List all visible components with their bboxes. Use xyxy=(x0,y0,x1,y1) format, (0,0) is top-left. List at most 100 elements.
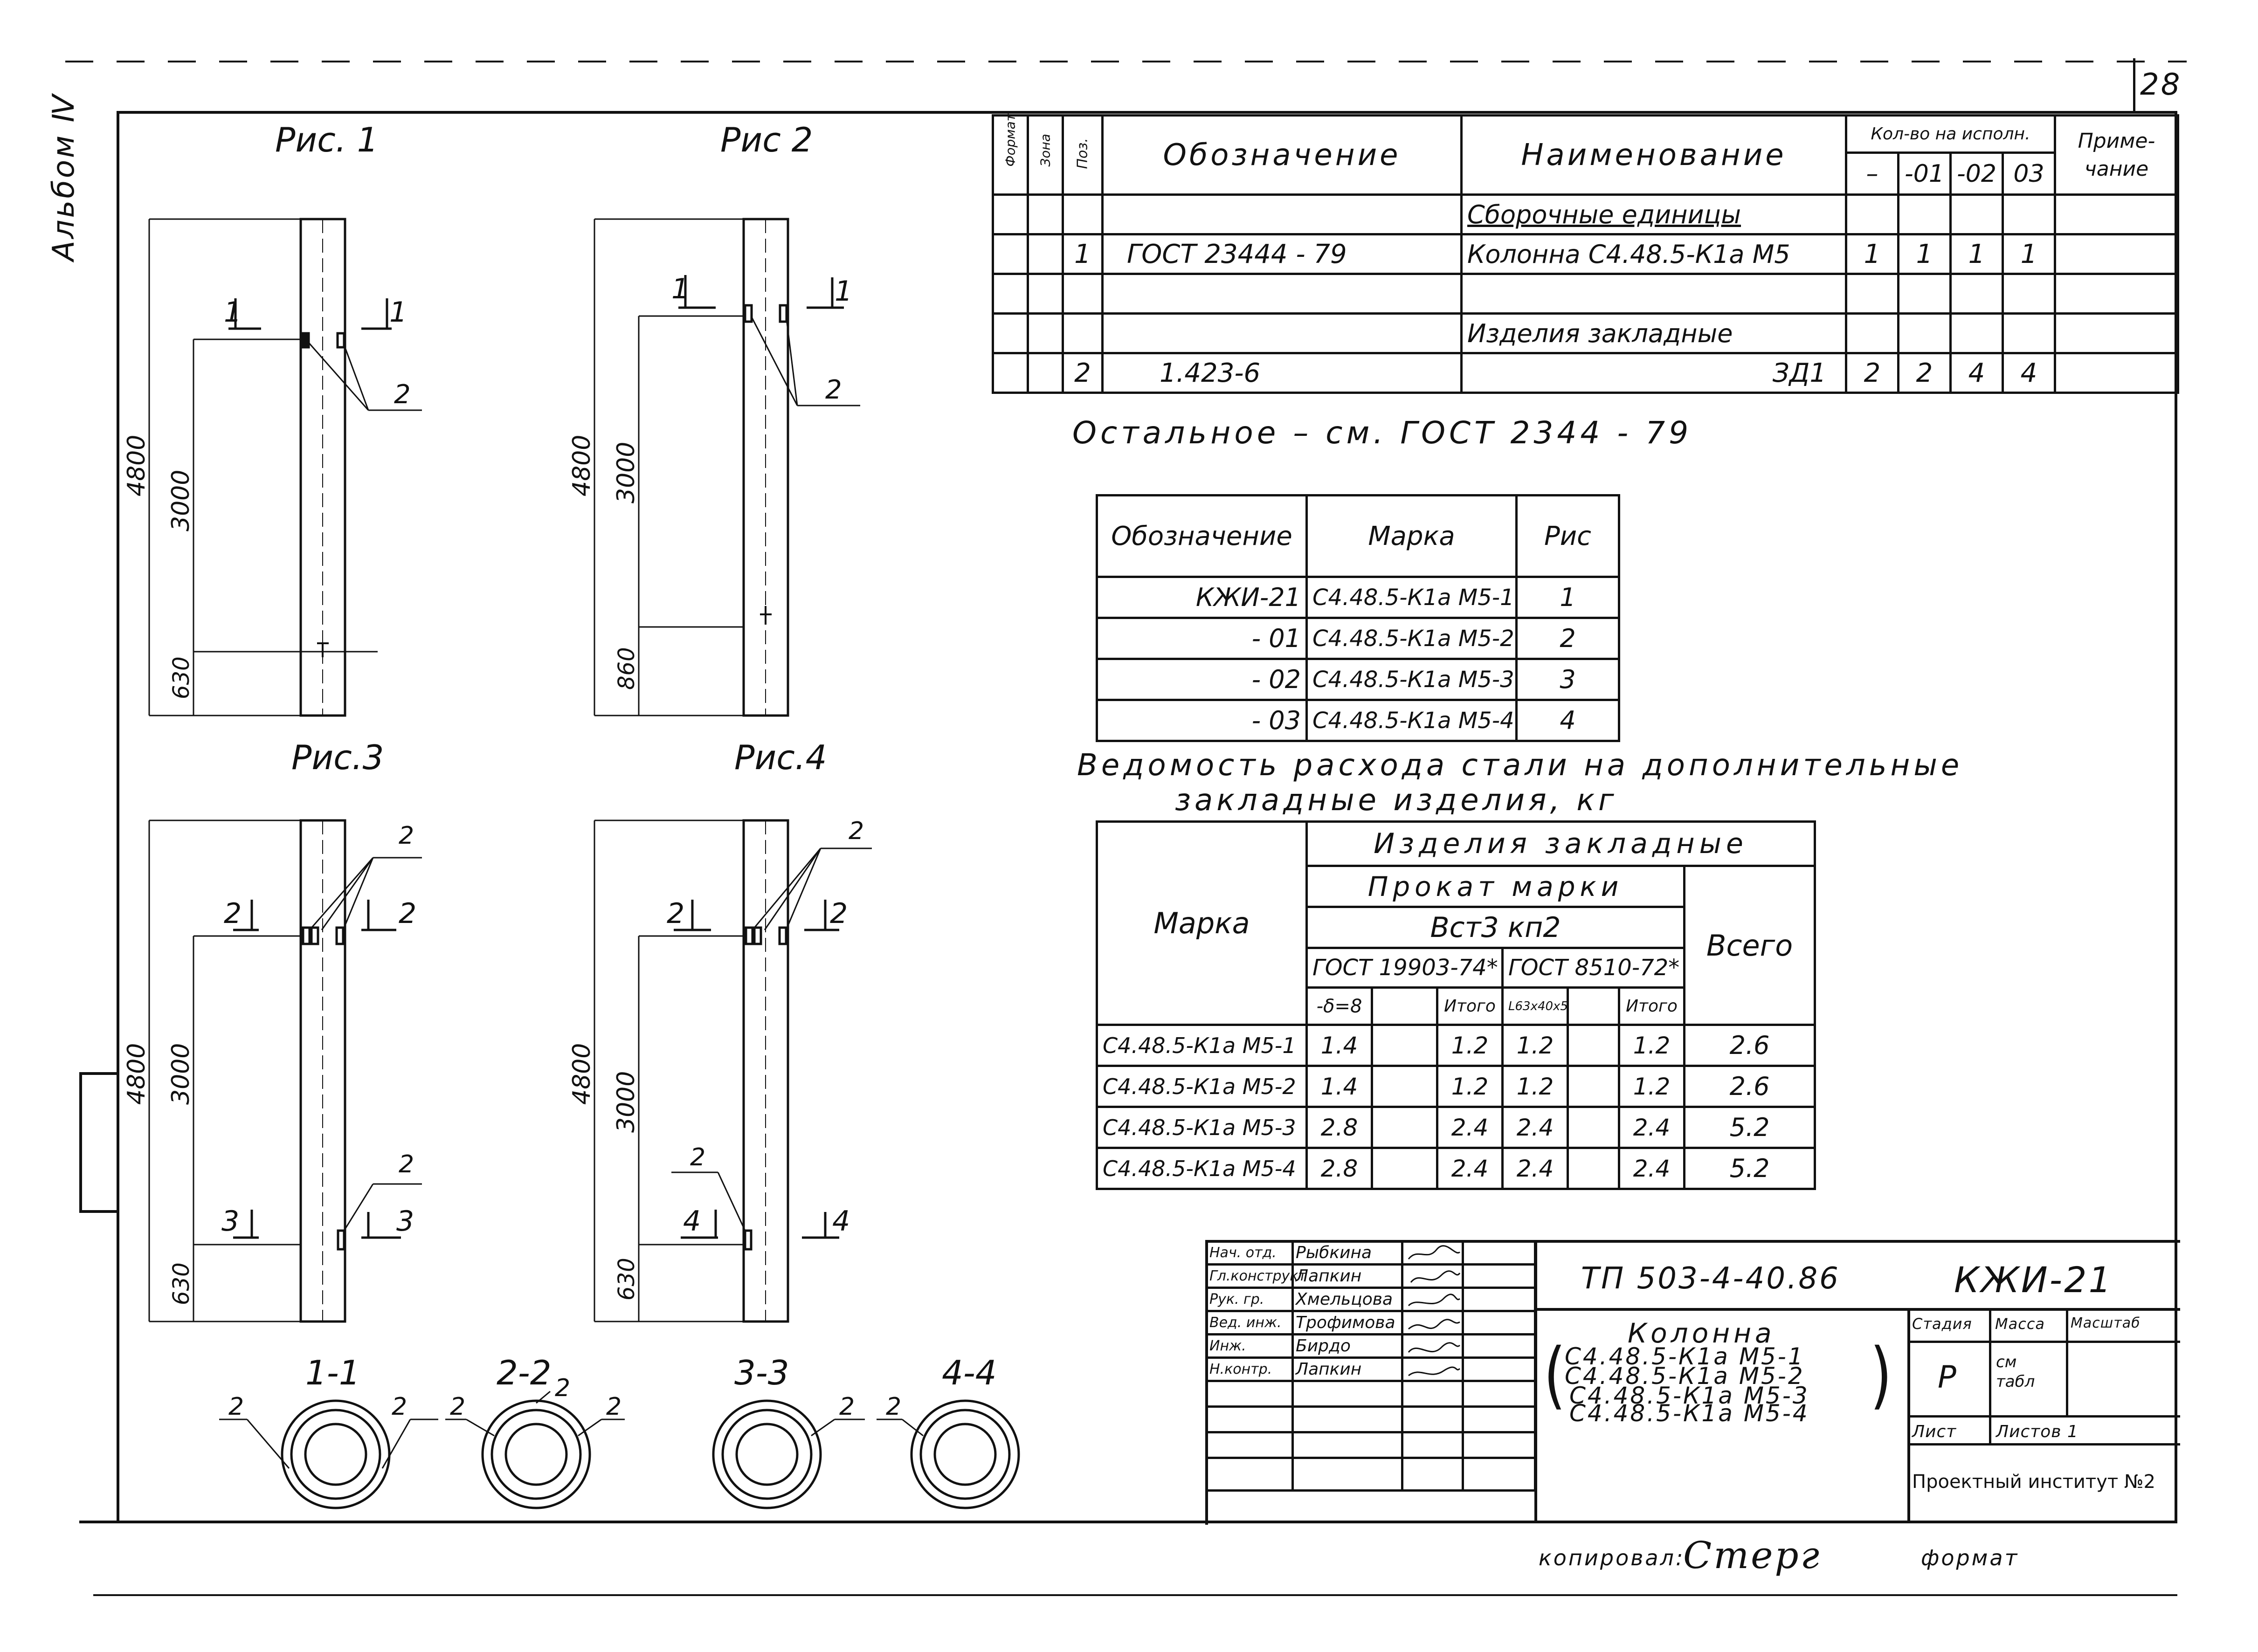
table-row: Изделия закладные xyxy=(992,312,2179,354)
steel-table-title-1: Ведомость расхода стали на дополнительны… xyxy=(1077,748,1963,783)
fig4-callout-bot: 2 xyxy=(690,1143,705,1171)
spec-header-designation: Обозначение xyxy=(1101,114,1463,196)
mark-header-mark: Марка xyxy=(1305,494,1518,578)
steel-header-gost2: ГОСТ 8510-72* xyxy=(1501,947,1685,989)
fig4-title: Рис.4 xyxy=(734,738,827,777)
steel-table-title-2: закладные изделия, кг xyxy=(1175,783,1618,818)
mass-value: см табл xyxy=(1996,1353,2035,1391)
fig1-dim-total: 4800 xyxy=(123,435,151,496)
section-2-label: 2-2 xyxy=(497,1353,552,1392)
copied-by-signature: Стерг xyxy=(1683,1534,1822,1577)
spec-section-embedded: Изделия закладные xyxy=(1460,312,1847,354)
fig4-callout-top: 2 xyxy=(849,817,864,845)
fig4-dim-b: 630 xyxy=(614,1258,640,1301)
fig2-callout: 2 xyxy=(825,375,842,405)
fig3-title: Рис.3 xyxy=(291,738,384,777)
institute-name: Проектный институт №2 xyxy=(1912,1471,2155,1493)
fig1-callout: 2 xyxy=(394,379,411,410)
steel-header-gost1: ГОСТ 19903-74* xyxy=(1305,947,1504,989)
binding-tab xyxy=(79,1072,119,1213)
steel-header-marka: Марка xyxy=(1096,820,1308,1026)
mark-header-designation: Обозначение xyxy=(1096,494,1308,578)
spec-header-format: Формат xyxy=(992,114,1029,196)
fig4-dim-total: 4800 xyxy=(568,1043,596,1105)
fig3-callout-top: 2 xyxy=(399,822,414,850)
fig3-cut-bot-left: 3 xyxy=(221,1205,239,1238)
spec-qty-col: -01 xyxy=(1897,151,1952,196)
section-1-label: 1-1 xyxy=(305,1353,360,1392)
frame-left xyxy=(117,111,119,1523)
top-dashed-line xyxy=(65,61,2187,62)
spec-qty-col: – xyxy=(1845,151,1899,196)
section-1-callout-right: 2 xyxy=(392,1393,407,1421)
signatures xyxy=(1408,1245,1461,1377)
spec-section-assembly: Сборочные единицы xyxy=(1460,193,1847,235)
table-row xyxy=(992,273,2179,315)
table-row: Инж.Бирдо xyxy=(1205,1333,1536,1359)
steel-header-steel: Вст3 кп2 xyxy=(1305,906,1685,949)
fig1-cut-left: 1 xyxy=(224,296,242,329)
steel-header-items: Изделия закладные xyxy=(1305,820,1816,867)
sheets-label: Листов 1 xyxy=(1996,1422,2078,1441)
fig3-dim-b: 630 xyxy=(168,1262,194,1305)
table-row: Нач. отд.Рыбкина xyxy=(1205,1240,1536,1266)
section-2-callout-top: 2 xyxy=(555,1374,570,1402)
table-row: - 01 С4.48.5-К1а М5-2 2 xyxy=(1096,617,1620,660)
fig4-cut-top-left: 2 xyxy=(667,897,684,930)
spec-header-note: Приме-чание xyxy=(2054,114,2179,196)
spec-header-pos: Поз. xyxy=(1062,114,1104,196)
section-2-callout-right: 2 xyxy=(606,1393,621,1421)
fig3-cut-top-left: 2 xyxy=(224,897,242,930)
fig1-dim-b: 630 xyxy=(168,656,194,699)
spec-qty-col: 03 xyxy=(2002,151,2056,196)
fig1-dim-a: 3000 xyxy=(167,470,195,531)
frame-top xyxy=(117,111,2177,114)
product-mark-2: С4.48.5-К1а М5-2 xyxy=(1565,1363,1805,1390)
fig4-cut-bot-right: 4 xyxy=(832,1205,850,1238)
sheet-number-box xyxy=(2133,58,2180,111)
table-row: - 02 С4.48.5-К1а М5-3 3 xyxy=(1096,658,1620,701)
table-row: КЖИ-21 С4.48.5-К1а М5-1 1 xyxy=(1096,576,1620,619)
fig2-title: Рис 2 xyxy=(720,120,813,159)
steel-table: Марка Изделия закладные Прокат марки Все… xyxy=(1096,820,1816,1190)
fig1-cut-right: 1 xyxy=(389,296,407,329)
product-title: Колонна xyxy=(1628,1317,1775,1349)
product-mark-3: С4.48.5-К1а М5-3 xyxy=(1569,1382,1809,1409)
steel-header-total: Всего xyxy=(1683,865,1816,1026)
spec-table: Формат Зона Поз. Обозначение Наименовани… xyxy=(992,114,2179,394)
mass-label: Масса xyxy=(1995,1315,2045,1333)
sheet-code: КЖИ-21 xyxy=(1954,1259,2113,1301)
spec-header-name: Наименование xyxy=(1460,114,1847,196)
fig4-cut-bot-left: 4 xyxy=(683,1205,701,1238)
stage-value: Р xyxy=(1938,1359,1958,1395)
doc-code: ТП 503-4-40.86 xyxy=(1581,1261,1840,1296)
fig2-dim-a: 3000 xyxy=(612,442,640,503)
product-mark-1: С4.48.5-К1а М5-1 xyxy=(1565,1343,1805,1370)
fig3-callout-bot: 2 xyxy=(399,1150,414,1178)
fig3-dim-a: 3000 xyxy=(167,1043,195,1105)
section-4-label: 4-4 xyxy=(942,1353,997,1392)
product-mark-4: С4.48.5-К1а М5-4 xyxy=(1569,1400,1809,1427)
section-4-callout: 2 xyxy=(886,1393,901,1421)
fig4-cut-top-right: 2 xyxy=(830,897,848,930)
format-label: формат xyxy=(1921,1545,2019,1570)
table-row: Вед. инж.Трофимова xyxy=(1205,1310,1536,1335)
fig3-cut-top-right: 2 xyxy=(399,897,416,930)
section-3-label: 3-3 xyxy=(734,1353,789,1392)
spec-header-qty: Кол-во на исполн. xyxy=(1845,114,2056,154)
mark-header-fig: Рис xyxy=(1515,494,1620,578)
fig2-dim-total: 4800 xyxy=(568,435,596,496)
sheet-number: 28 xyxy=(2140,68,2182,102)
bottom-line xyxy=(93,1594,2177,1596)
column-drawings: Рис. 1 1 1 2 4800 3000 630 Рис 2 1 1 2 4… xyxy=(123,120,1020,1509)
sheet-label: Лист xyxy=(1912,1422,1957,1441)
rest-note: Остальное – см. ГОСТ 2344 - 79 xyxy=(1072,415,1692,451)
product-marks: ( ) С4.48.5-К1а М5-1 С4.48.5-К1а М5-2 С4… xyxy=(1544,1333,1892,1427)
